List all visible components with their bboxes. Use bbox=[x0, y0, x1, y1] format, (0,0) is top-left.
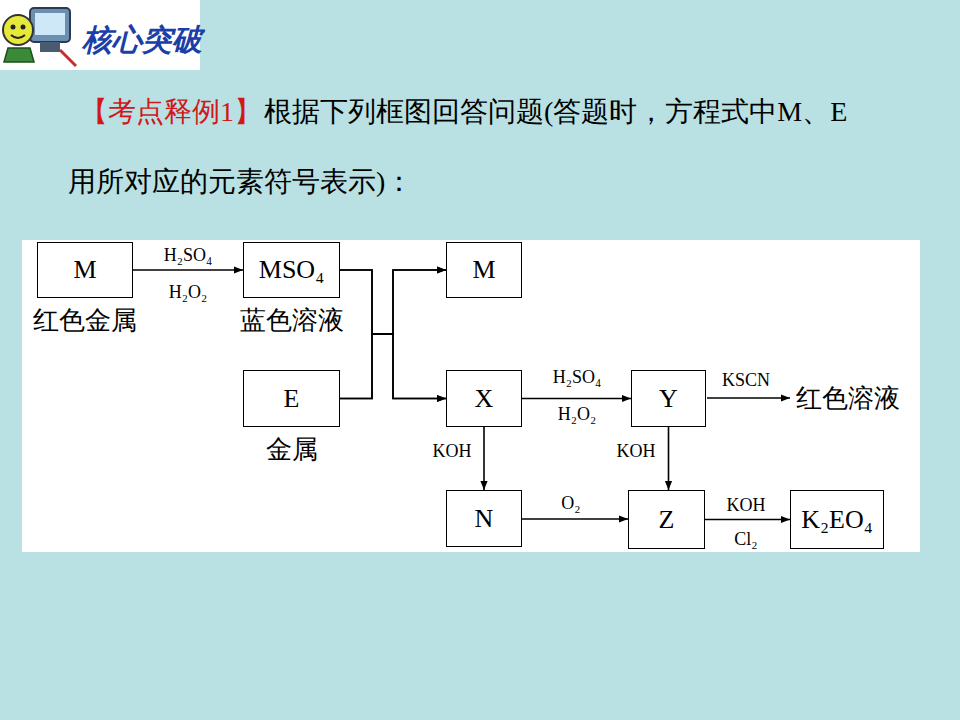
reagent-label: Cl₂ bbox=[732, 528, 759, 550]
box-text: Y bbox=[659, 384, 678, 414]
process-box: MSO₄蓝色溶液 bbox=[243, 242, 340, 298]
reaction-arrow bbox=[668, 427, 670, 490]
reaction-arrow bbox=[483, 427, 485, 490]
reaction-arrow bbox=[522, 518, 628, 520]
process-box: Y bbox=[631, 370, 706, 427]
reaction-arrow bbox=[133, 269, 243, 271]
box-text: N bbox=[475, 504, 494, 534]
box-text: X bbox=[475, 384, 494, 414]
process-box: M bbox=[446, 242, 522, 298]
box-text: Z bbox=[659, 505, 675, 535]
box-text: M bbox=[73, 255, 96, 285]
reagent-label: H₂SO₄ bbox=[551, 367, 604, 387]
box-caption: 红色金属 bbox=[33, 303, 137, 338]
reaction-arrow bbox=[522, 398, 631, 400]
reagent-label: KSCN bbox=[720, 369, 772, 391]
process-box: K₂EO₄ bbox=[790, 490, 884, 549]
question-title: 根据下列框图回答问题(答题时，方程式中M、E用所对应的元素符号表示)： bbox=[68, 77, 868, 217]
reagent-label: H₂O₂ bbox=[167, 281, 210, 303]
logo-title: 核心突破 bbox=[82, 23, 202, 57]
reagent-label: O₂ bbox=[559, 493, 582, 513]
reaction-arrow bbox=[340, 334, 446, 399]
example-tag: 【考点释例1】 bbox=[80, 96, 262, 128]
diagram-panel bbox=[22, 240, 920, 552]
box-text: MSO₄ bbox=[259, 255, 324, 285]
box-caption: 金属 bbox=[266, 432, 318, 467]
reaction-arrow bbox=[705, 519, 790, 521]
process-box: Z bbox=[628, 490, 705, 549]
kscn-arrow bbox=[707, 397, 790, 399]
process-box: N bbox=[446, 490, 522, 547]
box-text: M bbox=[472, 255, 495, 285]
reagent-label: H₂SO₄ bbox=[162, 245, 215, 265]
reagent-label: 红色溶液 bbox=[796, 384, 900, 414]
reagent-label: KOH bbox=[431, 441, 474, 461]
reagent-label: KOH bbox=[615, 441, 658, 461]
reaction-arrow bbox=[340, 270, 446, 399]
box-text: E bbox=[284, 384, 300, 414]
process-box: X bbox=[446, 370, 522, 427]
process-box: M红色金属 bbox=[37, 242, 133, 298]
box-caption: 蓝色溶液 bbox=[240, 303, 344, 338]
reagent-label: KOH bbox=[725, 495, 768, 515]
reagent-label: H₂O₂ bbox=[556, 403, 599, 425]
process-box: E金属 bbox=[243, 370, 340, 427]
reaction-arrow bbox=[340, 270, 446, 399]
box-text: K₂EO₄ bbox=[801, 505, 873, 535]
